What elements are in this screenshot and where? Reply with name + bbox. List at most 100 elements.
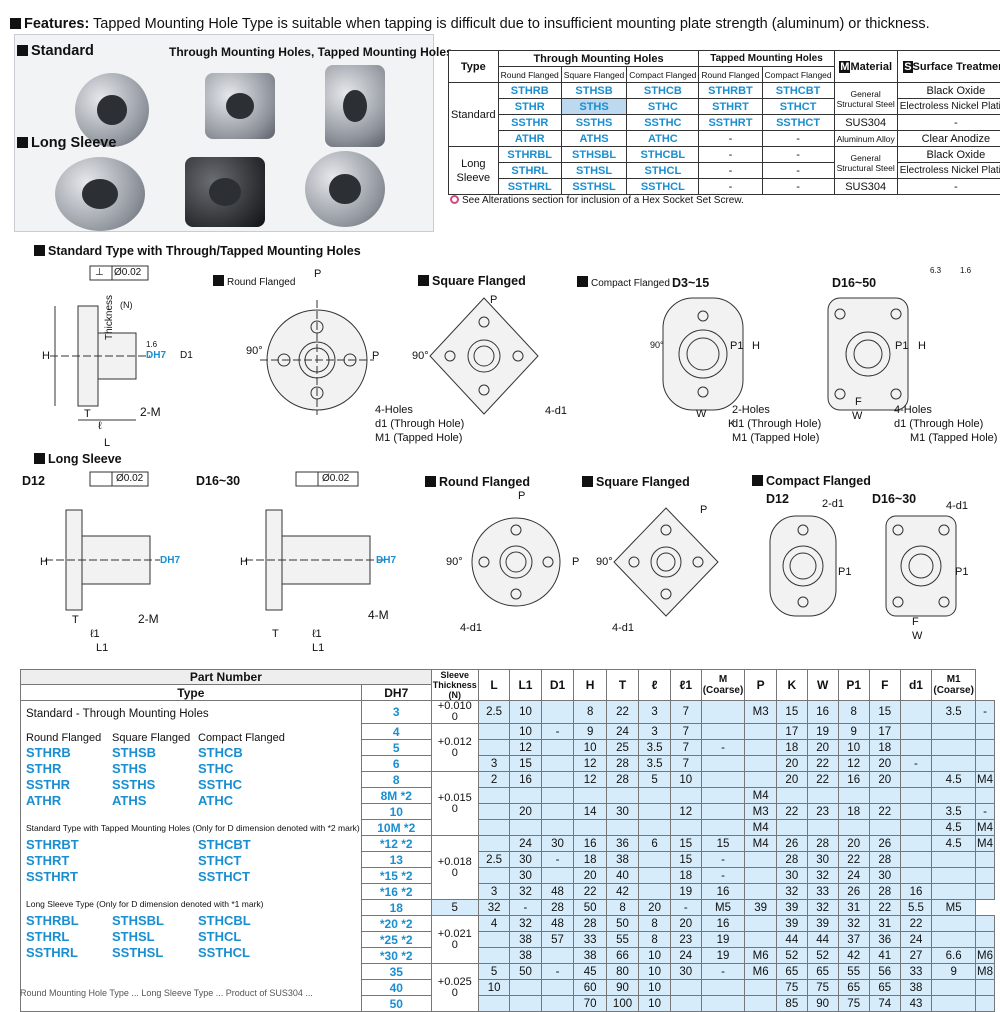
dim-cell: 3	[477, 883, 511, 900]
dim-cell: 15	[669, 851, 702, 868]
dim-cell: 6.6	[931, 947, 977, 964]
bore-size[interactable]: 4	[360, 723, 432, 740]
dim-cell: 20	[573, 867, 607, 884]
dim-cell	[744, 867, 777, 884]
tolerance: +0.015 0	[430, 771, 479, 836]
dim-cell: M4	[975, 835, 995, 852]
dim-cell: 4.5	[931, 835, 977, 852]
dim-cell: 70	[573, 995, 607, 1012]
dim-cell: 10	[509, 723, 542, 740]
bore-size[interactable]: *12 *2	[360, 835, 432, 852]
standard-label: Standard	[17, 43, 94, 59]
part-code[interactable]: STHRBL	[26, 913, 79, 928]
dim-cell: M5	[700, 899, 746, 916]
dim-cell: 24	[837, 867, 870, 884]
dim-cell: 16	[509, 771, 542, 788]
part-code[interactable]: STHCT	[198, 853, 242, 868]
dim-cell: 12	[837, 755, 870, 772]
part-code[interactable]: STHRBT	[26, 837, 79, 852]
round-flange-photo	[75, 73, 149, 147]
dim-cell	[931, 739, 977, 756]
part-code[interactable]: STHRT	[26, 853, 70, 868]
dim-cell: 32	[509, 883, 542, 900]
part-code[interactable]: ATHC	[198, 793, 234, 808]
part-code[interactable]: STHCB	[198, 745, 243, 760]
part-code[interactable]: STHS	[112, 761, 147, 776]
part-code[interactable]: STHRB	[26, 745, 71, 760]
part-code[interactable]: STHRL	[26, 929, 70, 944]
dim-cell	[744, 755, 777, 772]
part-code[interactable]: SSTHS	[112, 777, 156, 792]
part-code[interactable]: SSTHC	[198, 777, 243, 792]
dim-cell: 24	[899, 931, 933, 948]
dim-cell	[638, 867, 671, 884]
dim-cell: 5	[638, 771, 671, 788]
dim-cell	[700, 771, 746, 788]
dim-cell: 36	[605, 835, 640, 852]
part-code[interactable]: SSTHCT	[198, 869, 250, 884]
bore-size[interactable]: 3	[360, 700, 432, 724]
dim-cell: 3.5	[931, 700, 977, 724]
part-code[interactable]: SSTHRL	[26, 945, 78, 960]
part-code[interactable]: STHSB	[112, 745, 157, 760]
part-code[interactable]: SSTHSL	[112, 945, 164, 960]
dim-cell: 8	[573, 700, 607, 724]
part-code[interactable]: ATHR	[26, 793, 62, 808]
part-code[interactable]: SSTHRT	[26, 869, 78, 884]
dim-cell: 48	[540, 915, 575, 932]
bore-size[interactable]: *20 *2	[360, 915, 432, 932]
bore-size[interactable]: 8	[360, 771, 432, 788]
part-code[interactable]: STHCBL	[198, 913, 251, 928]
bore-size[interactable]: 40	[360, 979, 432, 996]
part-code[interactable]: SSTHR	[26, 777, 71, 792]
dim-cell: 75	[775, 979, 808, 996]
dim-cell: 50	[573, 899, 607, 916]
bore-size[interactable]: 10M *2	[360, 819, 432, 836]
dim-cell: 6	[638, 835, 671, 852]
part-code[interactable]: STHSBL	[112, 913, 164, 928]
dim-cell: 65	[775, 963, 808, 980]
dim-cell: 3.5	[638, 739, 671, 756]
dim-cell: 20	[775, 771, 808, 788]
dim-cell: 65	[837, 979, 870, 996]
bore-size[interactable]: 5	[360, 739, 432, 756]
part-code[interactable]: ATHS	[112, 793, 147, 808]
dim-cell: 18	[868, 739, 901, 756]
dim-cell: 8	[605, 899, 640, 916]
dim-cell: 15	[775, 700, 808, 724]
dim-cell	[540, 787, 575, 804]
bore-size[interactable]: 10	[360, 803, 432, 820]
dim-cell: -	[700, 851, 746, 868]
part-code[interactable]: STHSL	[112, 929, 155, 944]
dim-cell: 90	[806, 995, 839, 1012]
dim-cell: 2.5	[477, 851, 511, 868]
bore-size[interactable]: 50	[360, 995, 432, 1012]
bore-size[interactable]: 8M *2	[360, 787, 432, 804]
part-code[interactable]: STHC	[198, 761, 234, 776]
dim-cell	[605, 787, 640, 804]
part-code[interactable]: SSTHCL	[198, 945, 250, 960]
dim-cell: 38	[509, 931, 542, 948]
dim-cell: 22	[573, 883, 607, 900]
part-code[interactable]: STHR	[26, 761, 62, 776]
dim-cell	[899, 723, 933, 740]
bore-size[interactable]: 35	[360, 963, 432, 980]
dim-cell: M4	[744, 787, 777, 804]
bore-size[interactable]: 18	[360, 899, 432, 916]
dim-cell: M8	[975, 963, 995, 980]
dim-cell: 38	[605, 851, 640, 868]
bore-size[interactable]: *30 *2	[360, 947, 432, 964]
dim-cell	[975, 787, 995, 804]
dim-cell	[744, 995, 777, 1012]
bore-size[interactable]: 6	[360, 755, 432, 772]
long-square-label: Square Flanged	[582, 475, 690, 489]
bore-size[interactable]: *15 *2	[360, 867, 432, 884]
bore-size[interactable]: *25 *2	[360, 931, 432, 948]
part-code[interactable]: STHCL	[198, 929, 242, 944]
bore-size[interactable]: 13	[360, 851, 432, 868]
part-code[interactable]: STHCBT	[198, 837, 251, 852]
bore-size[interactable]: *16 *2	[360, 883, 432, 900]
